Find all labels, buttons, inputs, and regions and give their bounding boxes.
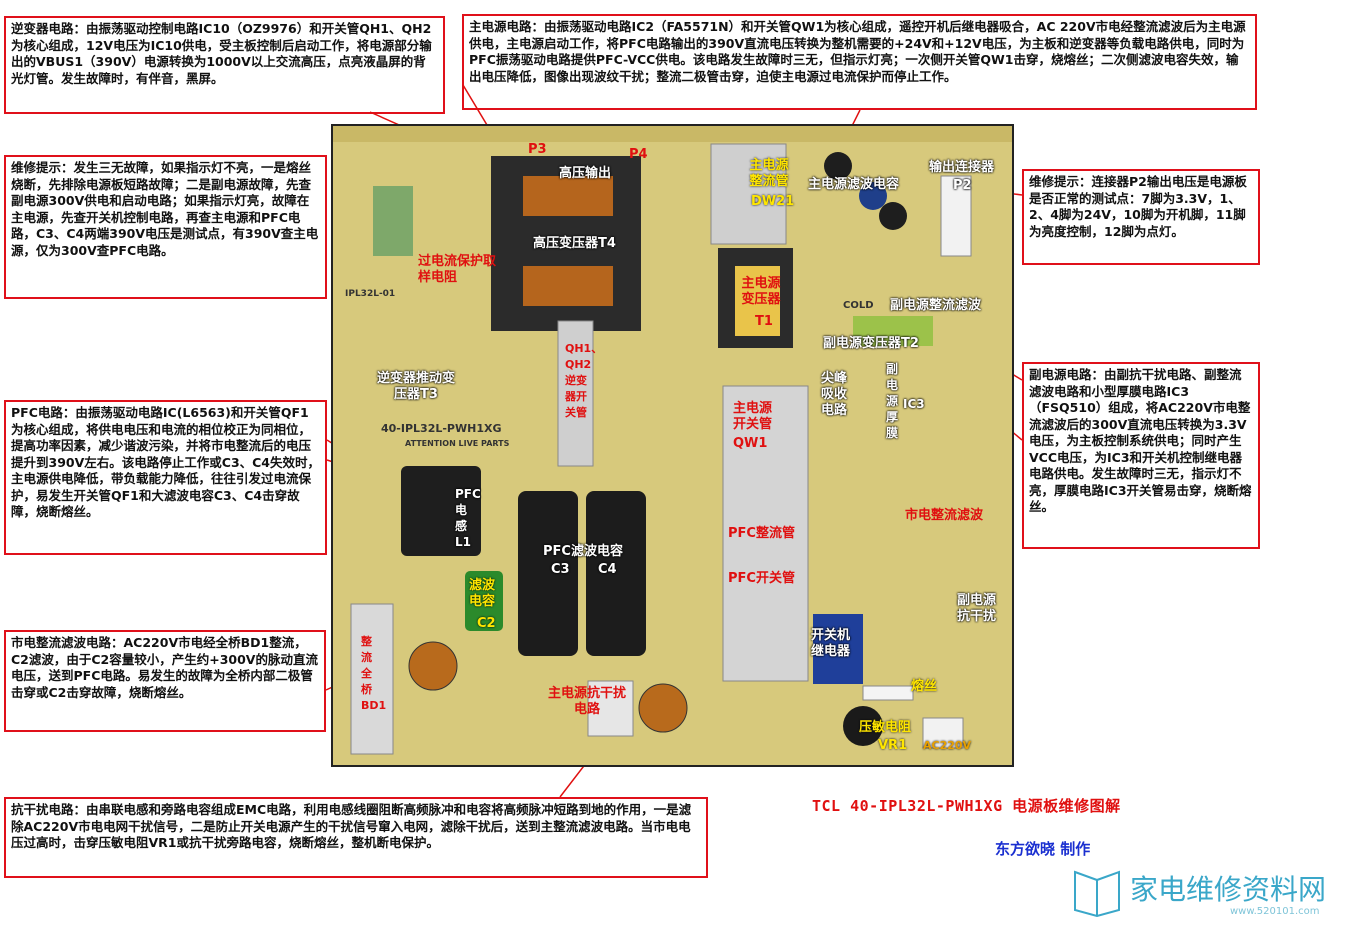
label-p4: P4	[629, 147, 648, 162]
page-title: TCL 40-IPL32L-PWH1XG 电源板维修图解	[812, 797, 1121, 815]
label-vr1: VR1	[878, 738, 908, 753]
board-drawing	[333, 126, 1012, 755]
label-pfc-rect: PFC整流管	[728, 526, 795, 541]
label-hv-output: 高压输出	[559, 166, 612, 181]
p2-connector-shape	[940, 175, 972, 257]
label-main-filter: 主电源滤波电容	[808, 177, 900, 192]
bd1-heatsink-shape	[350, 603, 394, 755]
label-varistor: 压敏电阻	[859, 720, 912, 735]
label-c4: C4	[598, 562, 617, 577]
inverter-note: 逆变器电路：由振荡驱动控制电路IC10（OZ9976）和开关管QH1、QH2为核…	[4, 16, 445, 114]
label-sub-emc: 副电源抗干扰	[957, 593, 997, 624]
label-main-sw: 主电源开关管	[733, 401, 773, 432]
label-c2: C2	[477, 616, 496, 631]
tip2-note: 维修提示：连接器P2输出电压是电源板是否正常的测试点：7脚为3.3V，1、2、4…	[1022, 169, 1260, 265]
label-pfc-cap: PFC滤波电容	[543, 544, 623, 559]
author-credit: 东方欲晓 制作	[995, 840, 1091, 858]
label-sub-rect: 副电源整流滤波	[890, 298, 982, 313]
label-attention: ATTENTION LIVE PARTS	[405, 439, 510, 448]
label-bridge: 整流全桥BD1	[361, 635, 387, 712]
watermark: 家电维修资料网 www.520101.com	[1070, 862, 1340, 922]
c4-shape	[586, 491, 646, 656]
label-out-conn: 输出连接器	[929, 160, 995, 175]
label-ic3: IC3	[903, 397, 925, 411]
book-icon	[1074, 870, 1120, 917]
label-model: 40-IPL32L-PWH1XG	[381, 422, 502, 435]
qh-heatsink-shape	[557, 320, 594, 467]
label-t1: T1	[755, 314, 773, 329]
rectifier-note: 市电整流滤波电路：AC220V市电经全桥BD1整流，C2滤波，由于C2容量较小，…	[4, 630, 326, 732]
label-qh: QH1、QH2逆变器开关管	[565, 342, 603, 419]
label-ac220: AC220V	[923, 739, 972, 752]
pfc-inductor-shape	[401, 466, 481, 556]
main-heatsink-shape	[722, 385, 809, 682]
sub-power-note: 副电源电路：由副抗干扰电路、副整流滤波电路和小型厚膜电路IC3（FSQ510）组…	[1022, 362, 1260, 549]
label-pfc-l1: PFC电感L1	[455, 487, 481, 549]
label-qw1: QW1	[733, 436, 768, 451]
label-relay: 开关机继电器	[811, 628, 851, 659]
label-main-emc: 主电源抗干扰电路	[547, 686, 626, 717]
pfc-note: PFC电路：由振荡驱动电路IC(L6563)和开关管QF1为核心组成，将供电电压…	[4, 400, 327, 555]
label-sub-ic: 副电源厚膜	[886, 362, 899, 440]
label-mains-rect: 市电整流滤波	[905, 508, 984, 523]
watermark-name: 家电维修资料网	[1130, 873, 1327, 906]
label-pfc-sw: PFC开关管	[728, 571, 795, 586]
label-sub-trans: 副电源变压器T2	[823, 336, 919, 351]
label-filter-cap: 滤波电容	[469, 578, 496, 609]
label-main-trans: 主电源变压器	[741, 276, 781, 307]
label-p2: P2	[953, 178, 972, 193]
watermark-url: www.520101.com	[1230, 906, 1320, 917]
label-ocp: 过电流保护取样电阻	[418, 254, 497, 285]
power-board: P3 P4 高压输出 高压变压器T4 过电流保护取样电阻 逆变器推动变压器T3 …	[331, 124, 1014, 767]
relay-shape	[813, 614, 863, 684]
label-p3: P3	[528, 142, 547, 157]
label-c3: C3	[551, 562, 570, 577]
label-dw21: DW21	[751, 194, 795, 209]
emc-note: 抗干扰电路：由串联电感和旁路电容组成EMC电路，利用电感线圈阻断高频脉冲和电容将…	[4, 797, 708, 878]
c3-shape	[518, 491, 578, 656]
main-power-note: 主电源电路：由振荡驱动电路IC2（FA5571N）和开关管QW1为核心组成，遥控…	[462, 14, 1257, 110]
label-main-rect: 主电源整流管	[749, 158, 789, 189]
label-ipl: IPL32L-01	[345, 289, 396, 299]
label-hv-transformer: 高压变压器T4	[533, 236, 616, 251]
label-cold: COLD	[843, 300, 874, 311]
label-fuse: 熔丝	[911, 679, 938, 694]
c2-shape	[465, 571, 503, 631]
label-inverter-drive: 逆变器推动变压器T3	[376, 371, 455, 402]
label-snubber: 尖峰吸收电路	[821, 371, 848, 418]
tip1-note: 维修提示：发生三无故障，如果指示灯不亮，一是熔丝烧断，先排除电源板短路故障；二是…	[4, 155, 327, 299]
